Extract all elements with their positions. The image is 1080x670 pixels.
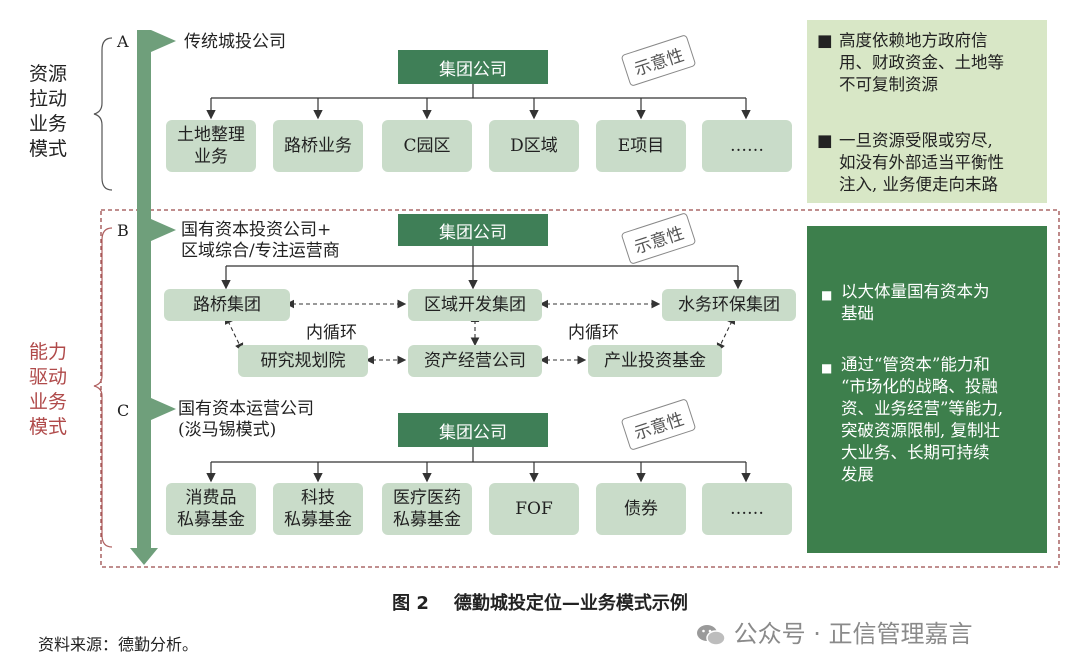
capability-bullet-2-marker: ■ (821, 361, 833, 375)
section-a-group-company: 集团公司 (398, 50, 548, 84)
section-c-box-5: 债券 (596, 483, 686, 535)
capability-bullet-2: 通过“管资本”能力和 “市场化的战略、投融 资、业务经营”等能力, 突破资源限制… (841, 355, 1004, 484)
section-a-title: 传统城投公司 (184, 32, 286, 52)
resource-bullet-1: 高度依赖地方政府信 用、财政资金、土地等 不可复制资源 (839, 31, 1004, 94)
section-b-title: 国有资本投资公司+ 区域综合/专注运营商 (181, 220, 340, 261)
section-a-box-3: C园区 (382, 120, 472, 172)
resource-bullet-2-marker: ■ (817, 131, 833, 150)
source-note: 资料来源：德勤分析。 (38, 635, 199, 654)
wechat-icon (696, 623, 726, 647)
section-letter-b: B (117, 221, 129, 240)
inner-loop-label-left: 内循环 (306, 323, 357, 343)
section-a-box-2: 路桥业务 (273, 120, 363, 172)
section-letter-a: A (117, 32, 129, 51)
section-c-box-6: …… (702, 483, 792, 535)
section-a-box-5: E项目 (596, 120, 686, 172)
section-c-title: 国有资本运营公司 (淡马锡模式) (178, 399, 314, 440)
section-b-box-water: 水务环保集团 (662, 289, 796, 321)
capability-driven-label: 能力 驱动 业务 模式 (28, 341, 67, 438)
section-b-group-company: 集团公司 (398, 214, 548, 246)
section-letter-c: C (117, 401, 130, 420)
section-c-box-4: FOF (489, 483, 579, 535)
resource-bullet-2: 一旦资源受限或穷尽, 如没有外部适当平衡性 注入, 业务便走向末路 (839, 131, 1004, 194)
figure-caption: 图 2 德勤城投定位—业务模式示例 (392, 593, 688, 614)
section-c-group-company: 集团公司 (398, 413, 548, 447)
section-b-box-research: 研究规划院 (238, 345, 368, 377)
capability-bullet-1: 以大体量国有资本为 基础 (841, 282, 990, 323)
resource-driven-label: 资源 拉动 业务 模式 (28, 63, 67, 160)
section-b-box-regional: 区域开发集团 (408, 289, 542, 321)
section-b-box-fund: 产业投资基金 (588, 345, 722, 377)
section-a-box-1: 土地整理 业务 (166, 120, 256, 172)
section-c-box-2: 科技 私募基金 (273, 483, 363, 535)
inner-loop-label-right: 内循环 (568, 323, 619, 343)
section-b-box-asset: 资产经营公司 (408, 345, 542, 377)
capability-notes-panel: ■ 以大体量国有资本为 基础 ■ 通过“管资本”能力和 “市场化的战略、投融 资… (807, 226, 1047, 553)
section-c-box-3: 医疗医药 私募基金 (382, 483, 472, 535)
section-a-box-6: …… (702, 120, 792, 172)
capability-bullet-1-marker: ■ (821, 288, 833, 302)
watermark: 公众号 · 正信管理嘉言 (696, 614, 973, 649)
section-a-box-4: D区域 (489, 120, 579, 172)
section-c-box-1: 消费品 私募基金 (166, 483, 256, 535)
resource-notes-panel: ■ 高度依赖地方政府信 用、财政资金、土地等 不可复制资源 ■ 一旦资源受限或穷… (807, 20, 1047, 203)
watermark-text: 公众号 · 正信管理嘉言 (733, 620, 973, 648)
resource-bullet-1-marker: ■ (817, 31, 833, 50)
section-b-box-roads: 路桥集团 (164, 289, 290, 321)
